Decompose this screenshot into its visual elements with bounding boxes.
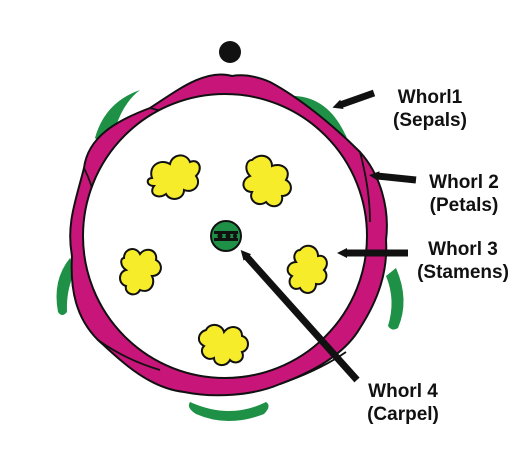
- label-whorl4-name: Whorl 4: [356, 380, 450, 403]
- label-whorl2-part: (Petals): [416, 194, 512, 217]
- sepal-bottom: [189, 402, 269, 421]
- label-whorl3-name: Whorl 3: [410, 238, 516, 261]
- arrow-whorl1: [340, 93, 374, 105]
- label-whorl2-name: Whorl 2: [416, 171, 512, 194]
- label-whorl1: Whorl1 (Sepals): [372, 86, 488, 132]
- label-whorl1-name: Whorl1: [372, 86, 488, 109]
- label-whorl4-part: (Carpel): [356, 403, 450, 426]
- label-whorl3-part: (Stamens): [410, 261, 516, 284]
- sepal-right: [386, 268, 404, 330]
- label-whorl4: Whorl 4 (Carpel): [356, 380, 450, 426]
- label-whorl1-part: (Sepals): [372, 109, 488, 132]
- label-whorl3: Whorl 3 (Stamens): [410, 238, 516, 284]
- axis-marker-dot: [219, 41, 241, 63]
- label-whorl2: Whorl 2 (Petals): [416, 171, 512, 217]
- carpel: [211, 221, 241, 251]
- arrow-whorl2: [377, 176, 416, 180]
